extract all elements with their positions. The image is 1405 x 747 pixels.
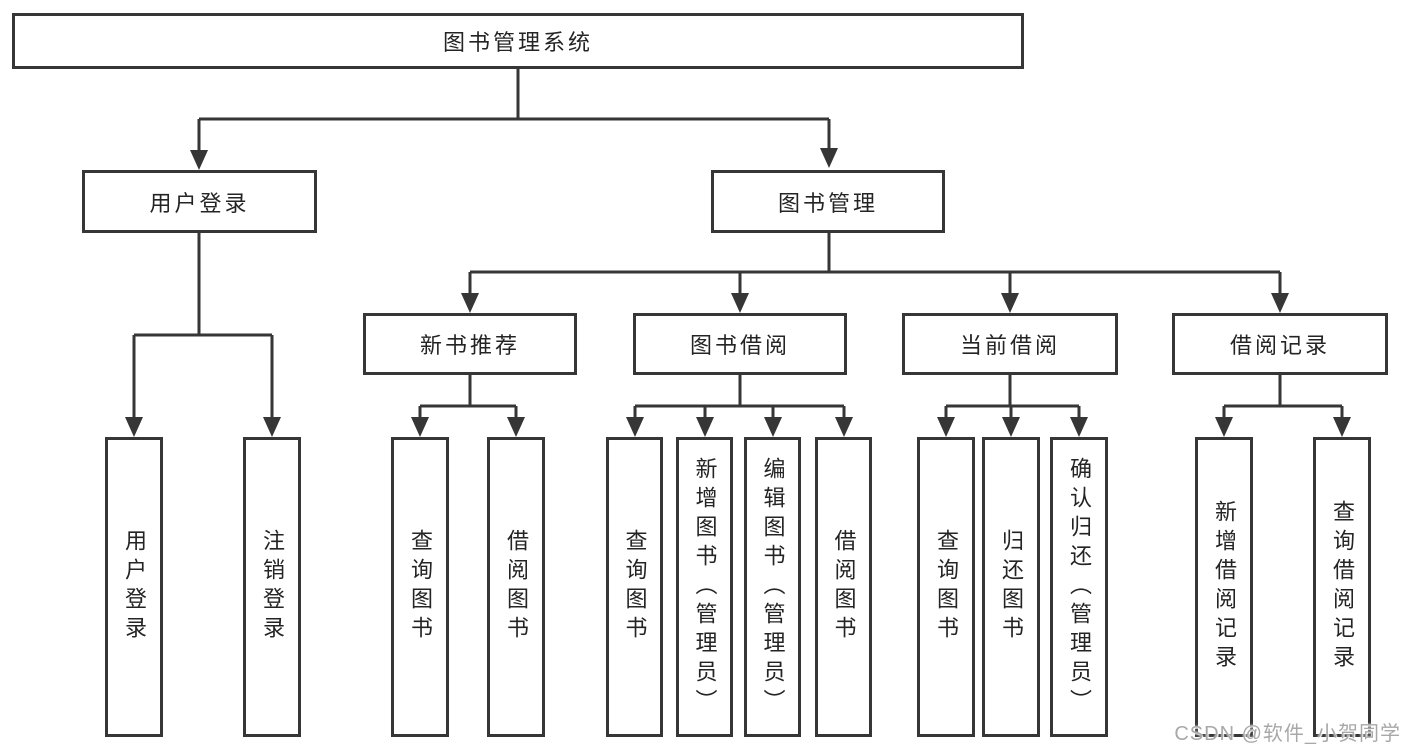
connector-root-arrows (190, 148, 838, 170)
leaf-add-borrow-record: 新增借阅记录 (1195, 437, 1253, 737)
connector-new-book-arrows (411, 417, 525, 437)
connector-book-borrow-arrows (626, 417, 853, 437)
node-current-borrow: 当前借阅 (902, 313, 1118, 375)
node-book-borrow: 图书借阅 (633, 313, 847, 375)
connector-current-borrow-arrows (937, 417, 1088, 437)
leaf-query-borrow-record: 查询借阅记录 (1313, 437, 1371, 737)
node-library-system: 图书管理系统 (12, 13, 1024, 69)
connector-new-book-group (418, 375, 518, 418)
leaf-recommend-query-books: 查询图书 (391, 437, 449, 737)
connector-book-borrow-group (633, 375, 846, 418)
arrowhead-icon (1001, 293, 1019, 313)
arrowhead-icon (764, 417, 782, 437)
node-user-login: 用户登录 (82, 170, 317, 233)
arrowhead-icon (626, 417, 644, 437)
arrowhead-icon (1070, 417, 1088, 437)
leaf-borrow-books: 借阅图书 (815, 437, 872, 737)
arrowhead-icon (190, 150, 208, 170)
arrowhead-icon (411, 417, 429, 437)
leaf-user-login: 用户登录 (105, 437, 163, 737)
arrowhead-icon (696, 417, 714, 437)
leaf-borrow-query-books: 查询图书 (606, 437, 663, 737)
connector-level3-arrows (461, 293, 1289, 313)
node-book-management: 图书管理 (711, 170, 945, 233)
arrowhead-icon (731, 293, 749, 313)
leaf-current-query-books: 查询图书 (917, 437, 975, 737)
arrowhead-icon (937, 417, 955, 437)
node-new-book-recommend: 新书推荐 (363, 313, 577, 375)
node-borrow-records: 借阅记录 (1172, 313, 1388, 375)
arrowhead-icon (820, 148, 838, 168)
leaf-recommend-borrow-books: 借阅图书 (487, 437, 545, 737)
arrowhead-icon (1333, 417, 1351, 437)
leaf-return-books: 归还图书 (982, 437, 1040, 737)
arrowhead-icon (263, 417, 281, 437)
arrowhead-icon (835, 417, 853, 437)
arrowhead-icon (507, 417, 525, 437)
arrowhead-icon (1271, 293, 1289, 313)
connector-user-login-group (132, 233, 274, 418)
leaf-edit-books-admin: 编辑图书（管理员） (744, 437, 801, 737)
connector-book-management-group (468, 233, 1282, 294)
connector-borrow-records-arrows (1215, 417, 1351, 437)
arrowhead-icon (461, 293, 479, 313)
leaf-confirm-return-admin: 确认归还（管理员） (1050, 437, 1108, 737)
connector-user-login-arrows (125, 417, 281, 437)
connector-root-to-level2 (197, 69, 831, 151)
arrowhead-icon (1215, 417, 1233, 437)
leaf-logout: 注销登录 (243, 437, 301, 737)
connector-borrow-records-group (1222, 375, 1344, 418)
arrowhead-icon (1002, 417, 1020, 437)
connector-current-borrow-group (944, 375, 1081, 418)
csdn-watermark: CSDN @软件_小贺同学 (1174, 723, 1401, 745)
leaf-add-books-admin: 新增图书（管理员） (676, 437, 733, 737)
arrowhead-icon (125, 417, 143, 437)
